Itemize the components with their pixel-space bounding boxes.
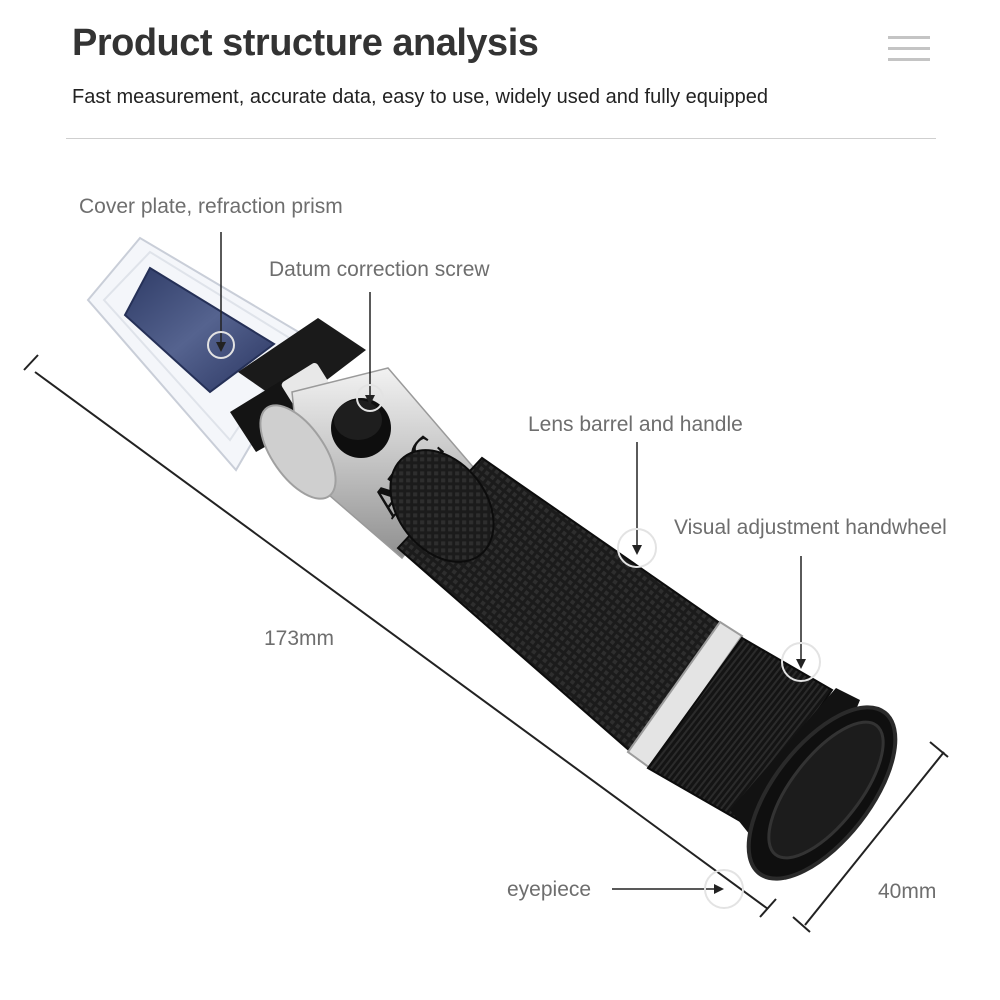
eyepiece-cup	[730, 688, 898, 881]
callout-pointers	[220, 232, 802, 890]
dimension-length: 173mm	[264, 627, 335, 650]
page-subtitle: Fast measurement, accurate data, easy to…	[72, 86, 768, 108]
refraction-prism	[123, 266, 276, 394]
label-handwheel: Visual adjustment handwheel	[674, 516, 947, 539]
chrome-ring	[626, 620, 744, 770]
length-dimension-line	[23, 354, 777, 918]
header-divider	[66, 138, 936, 139]
callout-arrowheads	[216, 342, 806, 894]
datum-correction-screw	[331, 398, 391, 458]
hamburger-menu-icon[interactable]	[888, 36, 930, 62]
label-lens-barrel: Lens barrel and handle	[528, 413, 743, 436]
label-cover-plate: Cover plate, refraction prism	[79, 195, 343, 218]
callout-markers	[207, 331, 821, 909]
page-title: Product structure analysis	[72, 22, 539, 64]
label-datum-screw: Datum correction screw	[269, 258, 490, 281]
dimension-diameter: 40mm	[878, 880, 937, 903]
diameter-dimension-line	[792, 741, 949, 933]
adjustment-handwheel	[646, 636, 834, 824]
label-eyepiece: eyepiece	[507, 878, 592, 901]
